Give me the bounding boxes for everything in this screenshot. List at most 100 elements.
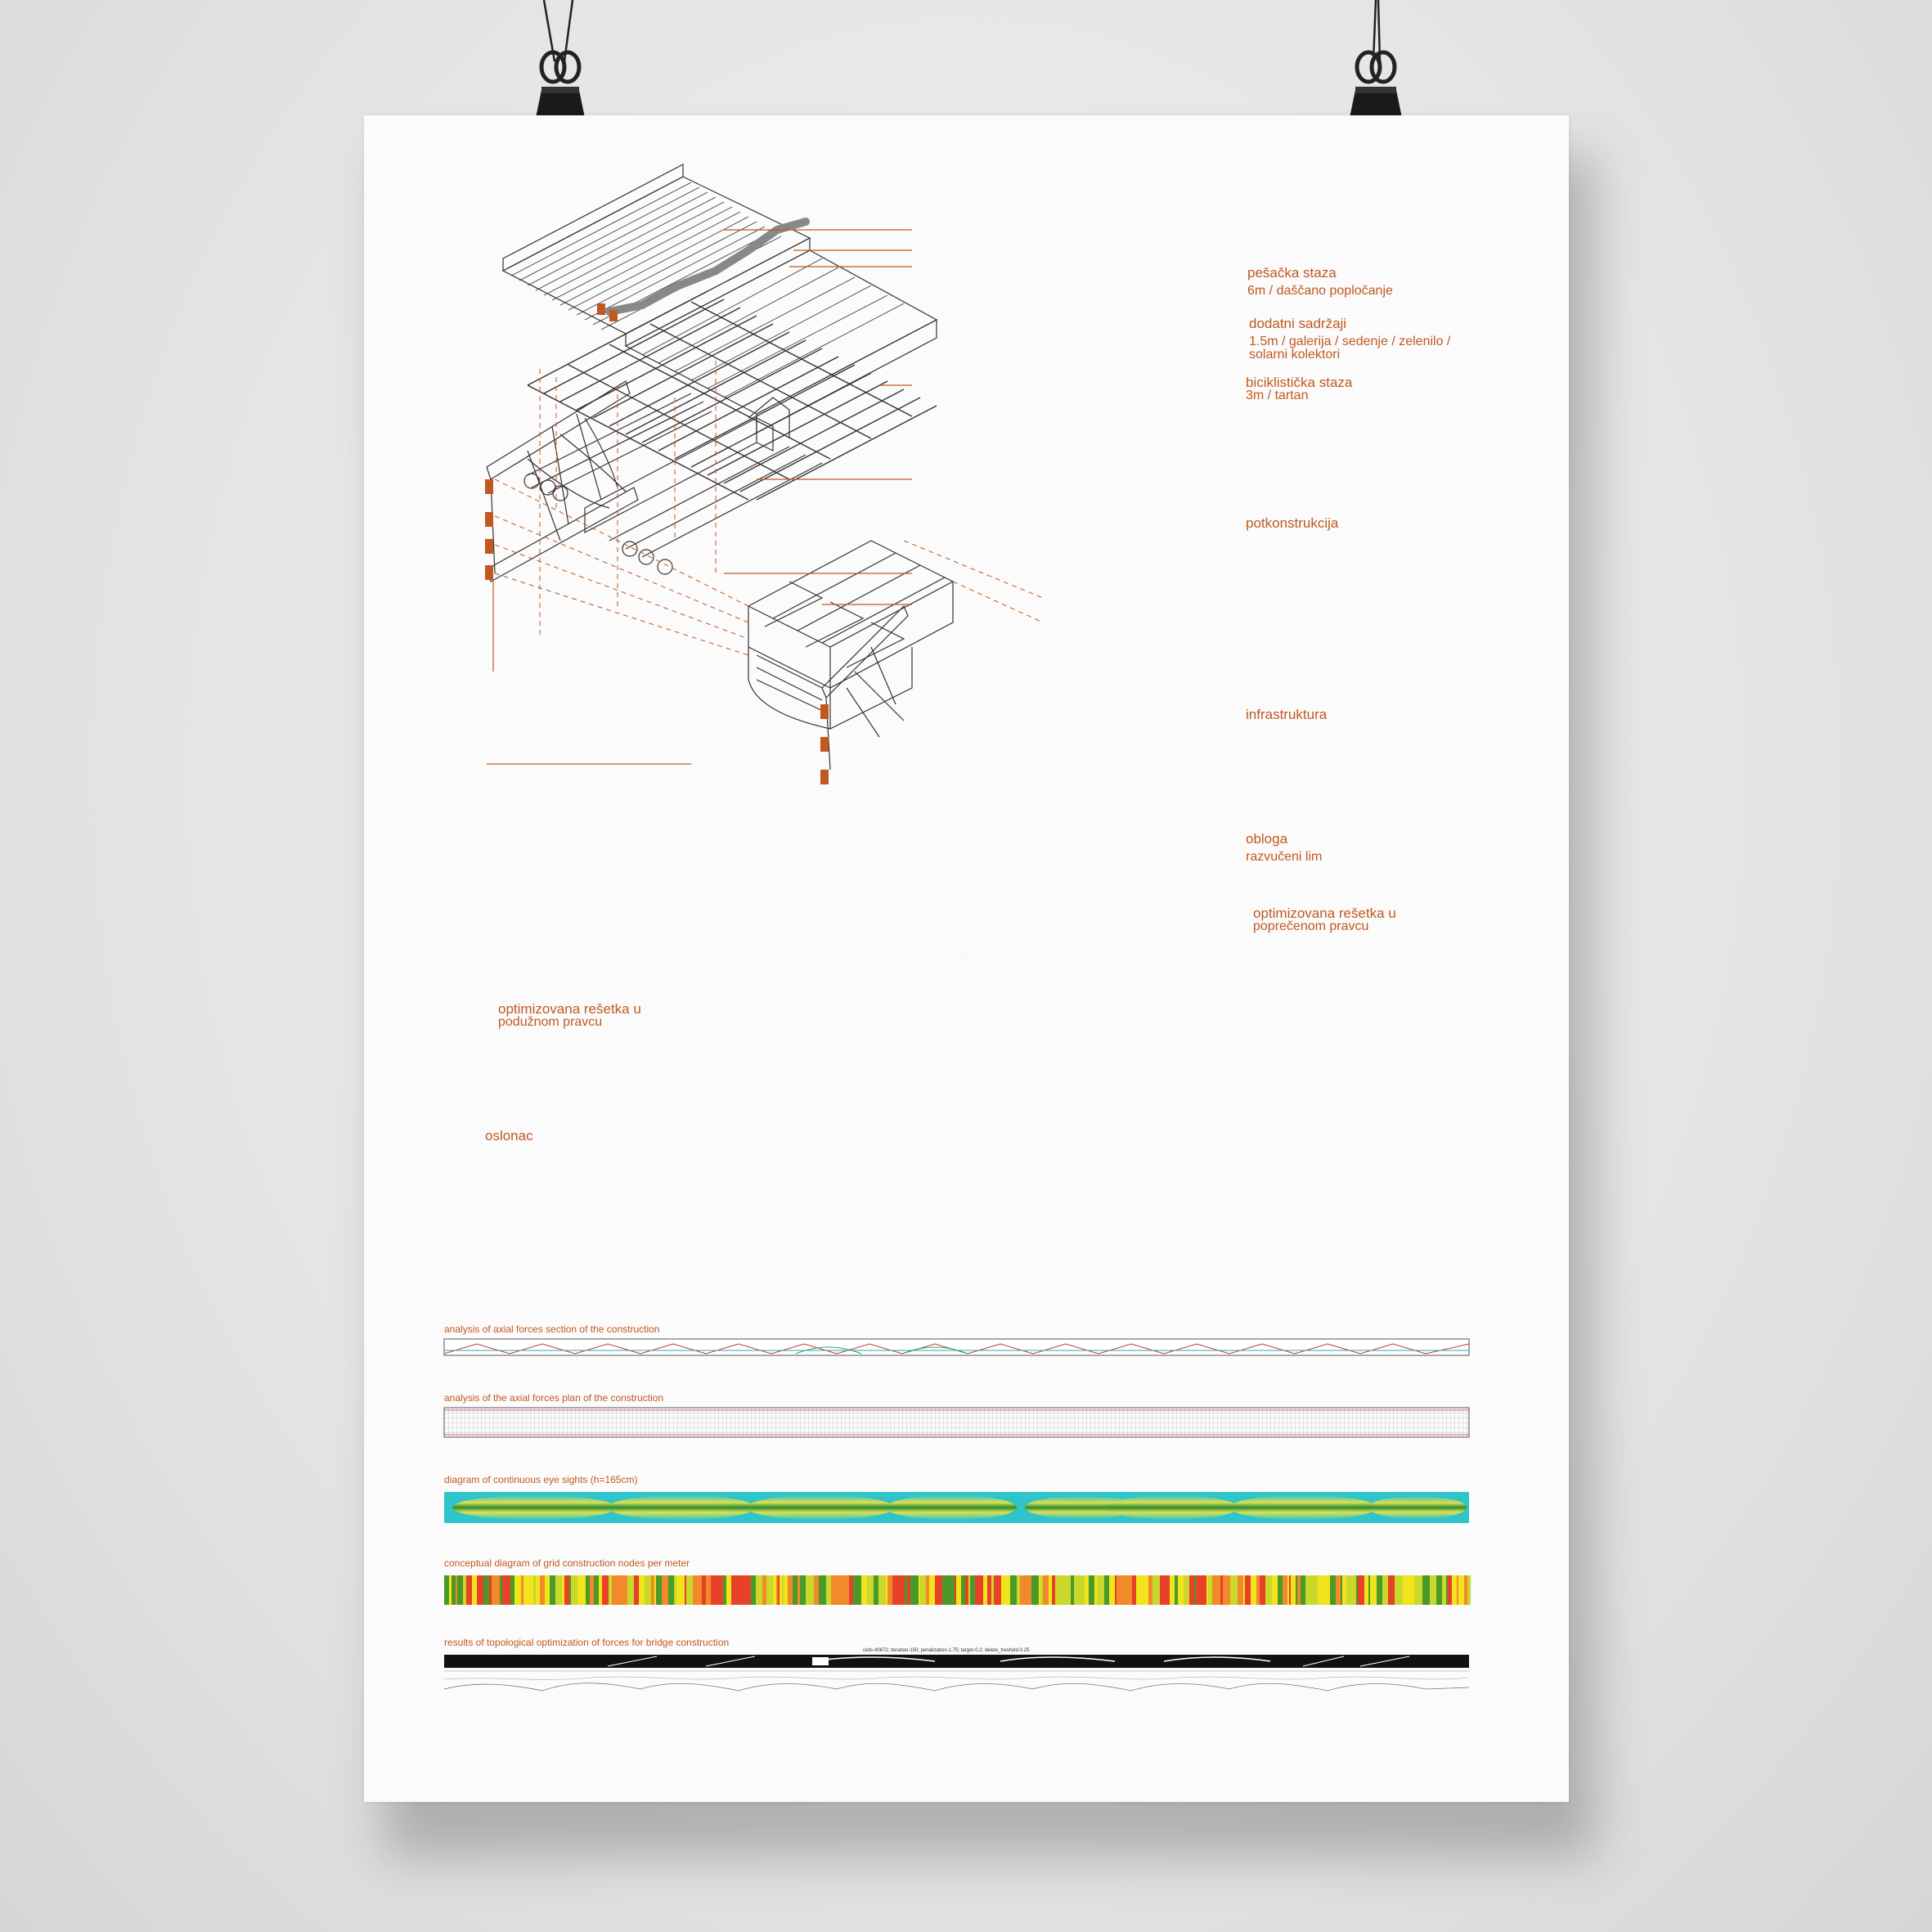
label-dodatni-sub1: 1.5m / galerija / sedenje / zelenilo / <box>1249 335 1451 348</box>
node-density-stripe <box>1368 1575 1370 1605</box>
node-density-stripe <box>706 1575 711 1605</box>
node-density-stripe <box>619 1575 627 1605</box>
node-density-stripe <box>1364 1575 1368 1605</box>
node-density-stripe <box>645 1575 651 1605</box>
node-density-stripe <box>651 1575 654 1605</box>
label-poprecna-2: poprečenom pravcu <box>1253 919 1369 933</box>
node-density-stripe <box>983 1575 987 1605</box>
topological-params: cells-40672; iteration-150; penalization… <box>863 1648 1030 1653</box>
node-density-stripe <box>1206 1575 1208 1605</box>
node-density-stripe <box>776 1575 778 1605</box>
node-density-stripe <box>704 1575 706 1605</box>
node-density-stripe <box>773 1575 776 1605</box>
node-density-stripe <box>1071 1575 1074 1605</box>
node-density-stripe <box>849 1575 853 1605</box>
node-density-stripe <box>1094 1575 1097 1605</box>
label-dodatni-title: dodatni sadržaji <box>1249 316 1347 331</box>
node-density-stripe <box>1063 1575 1071 1605</box>
strip-title-axial-plan: analysis of the axial forces plan of the… <box>444 1392 664 1404</box>
node-density-stripe <box>642 1575 645 1605</box>
node-density-stripe <box>686 1575 693 1605</box>
node-density-stripe <box>1220 1575 1223 1605</box>
node-density-stripe <box>919 1575 920 1605</box>
node-density-stripe <box>1377 1575 1378 1605</box>
node-density-stripe <box>1017 1575 1020 1605</box>
node-density-stripe <box>806 1575 814 1605</box>
node-density-stripe <box>711 1575 718 1605</box>
node-density-stripe <box>1027 1575 1031 1605</box>
node-density-stripe <box>843 1575 849 1605</box>
node-density-stripe <box>1291 1575 1293 1605</box>
node-density-stripe <box>502 1575 510 1605</box>
node-density-stripe <box>1049 1575 1052 1605</box>
node-density-stripe <box>466 1575 472 1605</box>
node-density-stripe <box>1115 1575 1117 1605</box>
node-density-stripe <box>1055 1575 1063 1605</box>
node-density-stripe <box>444 1575 449 1605</box>
node-density-stripe <box>1076 1575 1085 1605</box>
node-density-stripe <box>1039 1575 1040 1605</box>
node-density-stripe <box>975 1575 983 1605</box>
node-density-stripe <box>1245 1575 1251 1605</box>
node-density-stripe <box>1052 1575 1055 1605</box>
strip-title-axial-section: analysis of axial forces section of the … <box>444 1323 660 1335</box>
strip-topological <box>443 1655 1470 1692</box>
node-density-stripe <box>1010 1575 1017 1605</box>
node-density-stripe <box>747 1575 751 1605</box>
node-density-stripe <box>793 1575 798 1605</box>
node-density-stripe <box>1323 1575 1330 1605</box>
node-density-stripe <box>1356 1575 1358 1605</box>
node-density-stripe <box>483 1575 489 1605</box>
node-density-stripe <box>910 1575 919 1605</box>
node-density-stripe <box>1040 1575 1043 1605</box>
node-density-stripe <box>523 1575 528 1605</box>
node-density-stripe <box>702 1575 704 1605</box>
node-density-stripe <box>1170 1575 1175 1605</box>
substructure-grid <box>527 290 937 501</box>
label-infrastruktura: infrastruktura <box>1246 707 1328 722</box>
node-density-stripe <box>956 1575 961 1605</box>
node-density-stripe <box>1434 1575 1436 1605</box>
node-density-stripe <box>472 1575 477 1605</box>
node-density-stripe <box>528 1575 533 1605</box>
node-density-stripe <box>898 1575 905 1605</box>
node-density-stripe <box>1414 1575 1422 1605</box>
node-density-stripe <box>886 1575 887 1605</box>
longitudinal-truss-left <box>485 380 639 582</box>
node-density-stripe <box>1354 1575 1356 1605</box>
node-density-stripe <box>693 1575 699 1605</box>
node-density-stripe <box>1301 1575 1305 1605</box>
node-density-stripe <box>602 1575 609 1605</box>
node-density-stripe <box>586 1575 590 1605</box>
node-density-stripe <box>540 1575 541 1605</box>
node-density-stripe <box>1160 1575 1165 1605</box>
node-density-stripe <box>778 1575 780 1605</box>
node-density-stripe <box>723 1575 726 1605</box>
node-density-stripe <box>1260 1575 1265 1605</box>
node-density-stripe <box>838 1575 843 1605</box>
node-density-stripe <box>1208 1575 1212 1605</box>
node-density-stripe <box>819 1575 826 1605</box>
label-obloga-sub: razvučeni lim <box>1246 850 1323 864</box>
node-density-stripe <box>1436 1575 1442 1605</box>
node-density-stripe <box>970 1575 975 1605</box>
node-density-stripe <box>452 1575 456 1605</box>
node-density-stripe <box>987 1575 991 1605</box>
node-density-stripe <box>1165 1575 1170 1605</box>
node-density-stripe <box>1031 1575 1039 1605</box>
node-density-stripe <box>741 1575 747 1605</box>
node-density-stripe <box>1104 1575 1109 1605</box>
node-density-stripe <box>521 1575 523 1605</box>
projection-lines <box>494 361 1044 656</box>
node-density-stripe <box>1446 1575 1448 1605</box>
node-density-stripe <box>1370 1575 1377 1605</box>
node-density-stripe <box>492 1575 500 1605</box>
node-density-stripe <box>1251 1575 1256 1605</box>
node-density-stripe <box>1189 1575 1194 1605</box>
node-density-stripe <box>1464 1575 1467 1605</box>
label-obloga-title: obloga <box>1246 831 1288 847</box>
label-dodatni-sub2: solarni kolektori <box>1249 348 1341 362</box>
node-density-stripe <box>892 1575 898 1605</box>
node-density-stripe <box>663 1575 668 1605</box>
node-density-stripe <box>1422 1575 1430 1605</box>
